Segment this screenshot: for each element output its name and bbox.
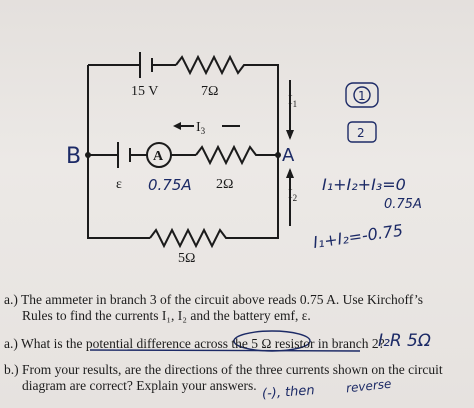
- loop-2-label: 2: [357, 126, 365, 140]
- question-a1-line2: Rules to find the currents I₁, I₂ and th…: [22, 308, 311, 323]
- hand-answer-a2: I₂R 5Ω: [378, 331, 431, 351]
- label-i3-main: I: [196, 120, 201, 135]
- loop-2-marker: [347, 121, 377, 143]
- resistor-middle: [195, 144, 262, 166]
- question-a2-text: a.) What is the potential difference acr…: [4, 336, 385, 351]
- hand-ammeter-reading: 0.75A: [148, 176, 192, 194]
- arrow-i1-head: [286, 130, 294, 140]
- hand-equation-2: I₁+I₂=-0.75: [312, 221, 404, 252]
- label-5ohm: 5Ω: [178, 251, 195, 266]
- label-15v: 15 V: [131, 84, 158, 99]
- label-i2-sub: 2: [293, 193, 298, 203]
- resistor-bottom: [149, 227, 232, 249]
- loop-1-marker: [345, 82, 379, 108]
- hand-node-a: A: [282, 145, 295, 166]
- hand-node-b: B: [66, 144, 81, 169]
- hand-underline: [89, 349, 361, 352]
- wire-top: [87, 64, 279, 239]
- arrow-i2-head: [286, 168, 294, 178]
- question-b: b.) From your results, are the direction…: [4, 362, 470, 394]
- label-emf: ε: [116, 177, 122, 192]
- resistor-top: [175, 54, 248, 76]
- label-i2: I2: [288, 187, 297, 203]
- label-7ohm: 7Ω: [201, 84, 218, 99]
- loop-1-circle: [353, 86, 371, 104]
- label-ammeter: A: [153, 149, 164, 164]
- loop-1-label: 1: [358, 89, 366, 103]
- label-i1-sub: 1: [293, 99, 298, 109]
- label-2ohm: 2Ω: [216, 177, 233, 192]
- arrow-i3-head: [173, 122, 181, 130]
- question-b-line2: diagram are correct? Explain your answer…: [22, 378, 257, 393]
- junction-right: [275, 152, 281, 158]
- label-i3-sub: 3: [201, 126, 206, 136]
- label-i2-main: I: [288, 187, 293, 202]
- label-i3: I3: [196, 120, 206, 136]
- question-b-line1: b.) From your results, are the direction…: [4, 362, 443, 377]
- question-a1-line1: a.) The ammeter in branch 3 of the circu…: [4, 292, 423, 307]
- hand-equation-1: I₁+I₂+I₃=0: [322, 175, 406, 194]
- question-a1: a.) The ammeter in branch 3 of the circu…: [4, 292, 470, 324]
- ammeter: [146, 142, 172, 168]
- junction-left: [85, 152, 91, 158]
- label-i1: I1: [288, 93, 297, 109]
- question-a2: a.) What is the potential difference acr…: [4, 336, 470, 352]
- hand-equation-1-value: 0.75A: [384, 197, 422, 212]
- label-i1-main: I: [288, 93, 293, 108]
